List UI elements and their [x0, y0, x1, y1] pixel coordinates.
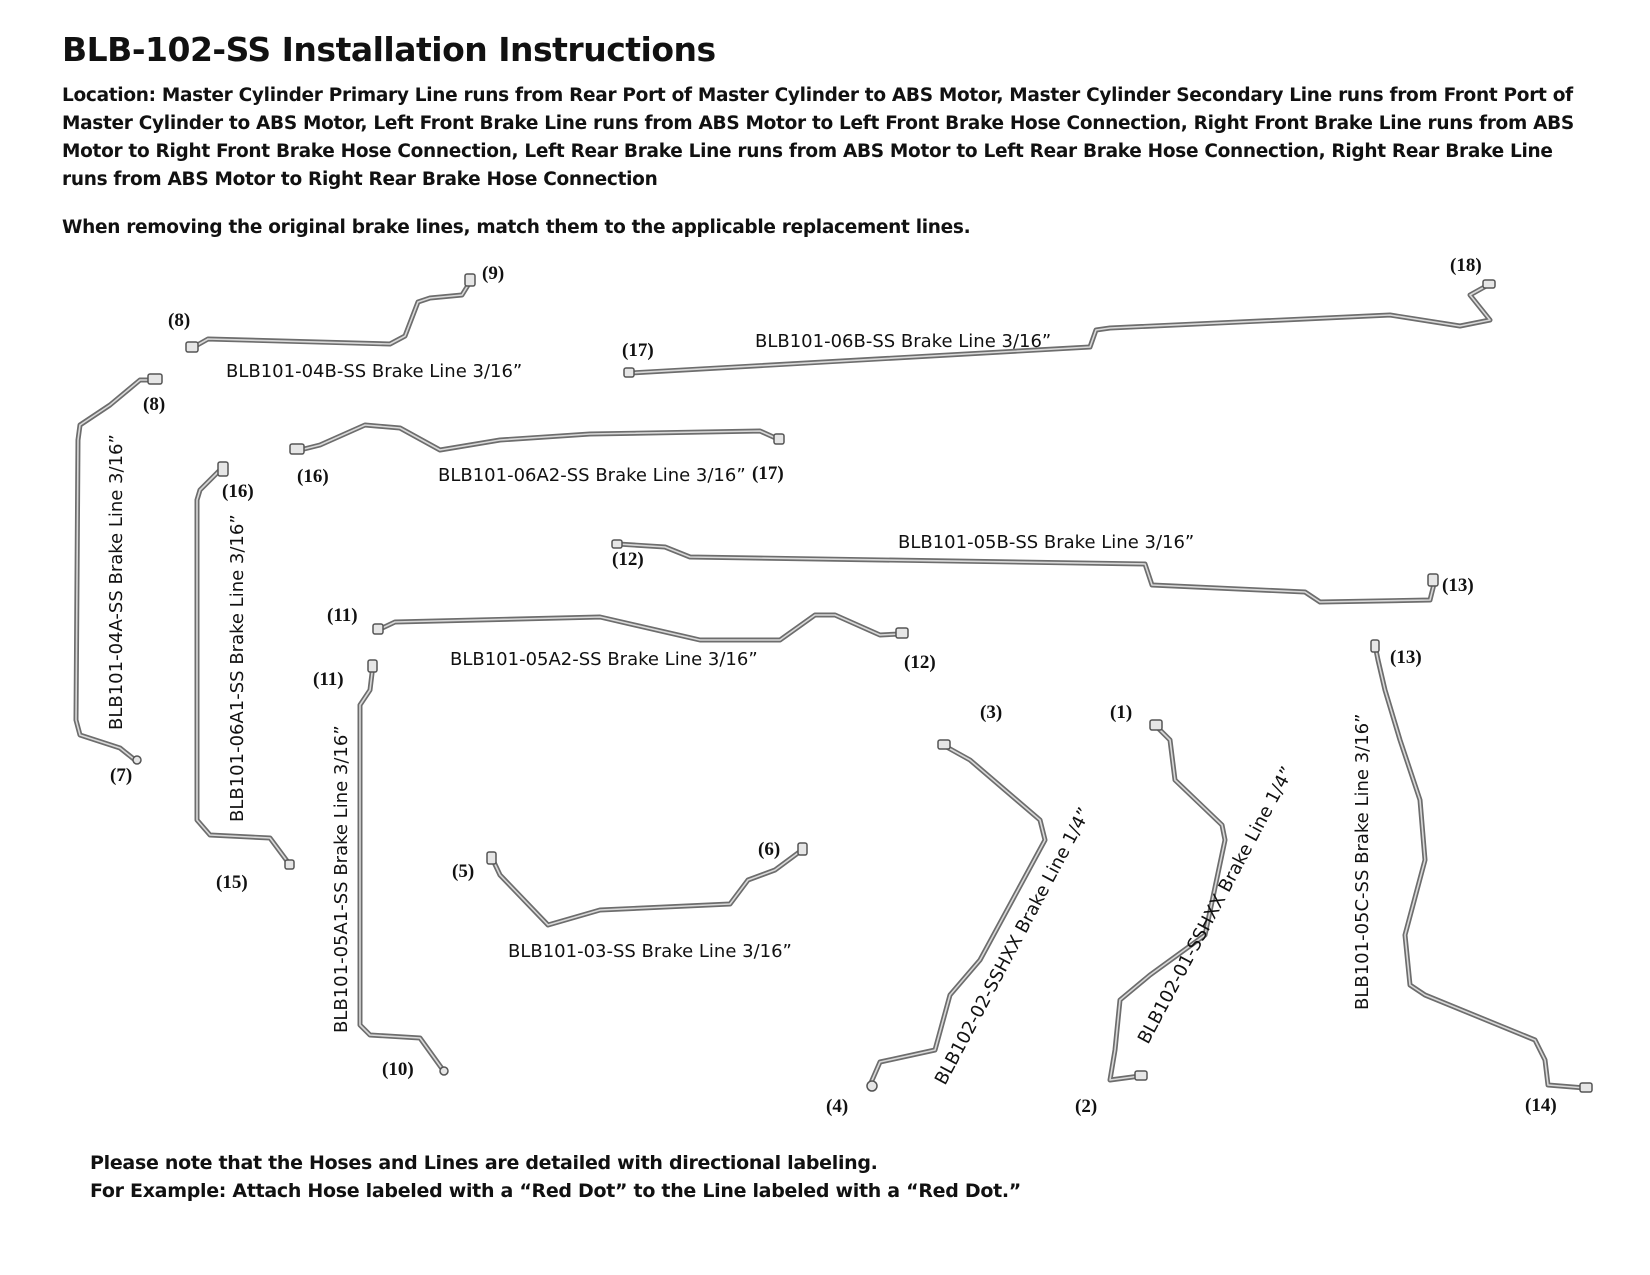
port-label-8-top: (8) [168, 310, 190, 331]
brake-line-06a2 [289, 422, 785, 455]
port-label-1: (1) [1110, 702, 1132, 723]
port-label-9: (9) [482, 263, 504, 284]
line-label-06b: BLB101-06B-SS Brake Line 3/16” [755, 331, 1051, 352]
fitting-icon [773, 433, 785, 445]
fitting-icon [623, 367, 635, 378]
fitting-icon [1427, 573, 1439, 587]
line-label-04b: BLB101-04B-SS Brake Line 3/16” [226, 361, 522, 382]
fitting-icon [866, 1080, 878, 1092]
port-label-16-left: (16) [297, 466, 329, 487]
location-description: Location: Master Cylinder Primary Line r… [62, 85, 1574, 190]
fitting-icon [486, 851, 497, 865]
port-label-17-top: (17) [622, 340, 654, 361]
port-label-16-right: (16) [222, 481, 254, 502]
line-label-05a1: BLB101-05A1-SS Brake Line 3/16” [331, 725, 352, 1033]
page-title: BLB-102-SS Installation Instructions [62, 30, 716, 69]
port-label-4: (4) [826, 1096, 848, 1117]
line-label-05c: BLB101-05C-SS Brake Line 3/16” [1352, 714, 1373, 1010]
fitting-icon [185, 341, 199, 353]
port-label-12-left: (12) [612, 549, 644, 570]
port-label-13-right: (13) [1442, 575, 1474, 596]
line-label-05a2: BLB101-05A2-SS Brake Line 3/16” [450, 649, 758, 670]
port-label-12-right: (12) [904, 652, 936, 673]
brake-line-05a2 [372, 612, 909, 643]
fitting-icon [1579, 1082, 1593, 1093]
fitting-icon [1482, 279, 1496, 289]
line-label-01: BLB102-01-SSHXX Brake Line 1/4” [1134, 763, 1298, 1047]
port-label-6: (6) [758, 839, 780, 860]
line-label-04a: BLB101-04A-SS Brake Line 3/16” [106, 434, 127, 730]
fitting-icon [132, 755, 142, 765]
brake-line-05c [1370, 639, 1593, 1093]
port-label-5: (5) [452, 861, 474, 882]
removal-instruction: When removing the original brake lines, … [62, 217, 971, 238]
line-label-05b: BLB101-05B-SS Brake Line 3/16” [898, 532, 1194, 553]
brake-line-05b [611, 539, 1439, 605]
brake-line-04a [73, 373, 163, 765]
port-label-17-right: (17) [752, 463, 784, 484]
fitting-icon [1149, 719, 1163, 731]
port-label-2: (2) [1075, 1096, 1097, 1117]
brake-line-06a1 [194, 461, 295, 870]
line-label-06a1: BLB101-06A1-SS Brake Line 3/16” [227, 514, 248, 822]
fitting-icon [439, 1066, 449, 1076]
port-label-7: (7) [110, 765, 132, 786]
port-label-15: (15) [216, 872, 248, 893]
brake-line-06b [623, 279, 1496, 378]
port-label-3: (3) [980, 702, 1002, 723]
port-label-11-top: (11) [327, 605, 358, 626]
brake-line-05a1 [357, 659, 449, 1076]
fitting-icon [1370, 639, 1380, 653]
brake-line-02 [866, 739, 1048, 1092]
fitting-icon [611, 539, 623, 549]
fitting-icon [937, 739, 951, 750]
line-label-02: BLB102-02-SSHXX Brake Line 1/4” [931, 804, 1095, 1088]
port-label-14: (14) [1525, 1095, 1557, 1116]
fitting-icon [217, 461, 229, 477]
fitting-icon [464, 273, 476, 287]
port-label-8-side: (8) [143, 394, 165, 415]
port-label-13-side: (13) [1390, 647, 1422, 668]
brake-line-04b [185, 273, 476, 353]
fitting-icon [284, 859, 295, 870]
directional-labeling-note: Please note that the Hoses and Lines are… [90, 1152, 878, 1174]
fitting-icon [1134, 1070, 1148, 1081]
fitting-icon [797, 842, 808, 856]
fitting-icon [147, 373, 163, 385]
fitting-icon [367, 659, 378, 673]
red-dot-example-note: For Example: Attach Hose labeled with a … [90, 1180, 1021, 1202]
brake-line-03 [486, 842, 808, 928]
fitting-icon [372, 623, 384, 635]
fitting-icon [289, 443, 305, 455]
line-label-06a2: BLB101-06A2-SS Brake Line 3/16” [438, 465, 746, 486]
port-label-10: (10) [382, 1059, 414, 1080]
port-label-18: (18) [1450, 255, 1482, 276]
fitting-icon [895, 627, 909, 639]
line-label-03: BLB101-03-SS Brake Line 3/16” [508, 941, 792, 962]
brake-line-01 [1107, 719, 1228, 1083]
port-label-11-side: (11) [313, 669, 344, 690]
